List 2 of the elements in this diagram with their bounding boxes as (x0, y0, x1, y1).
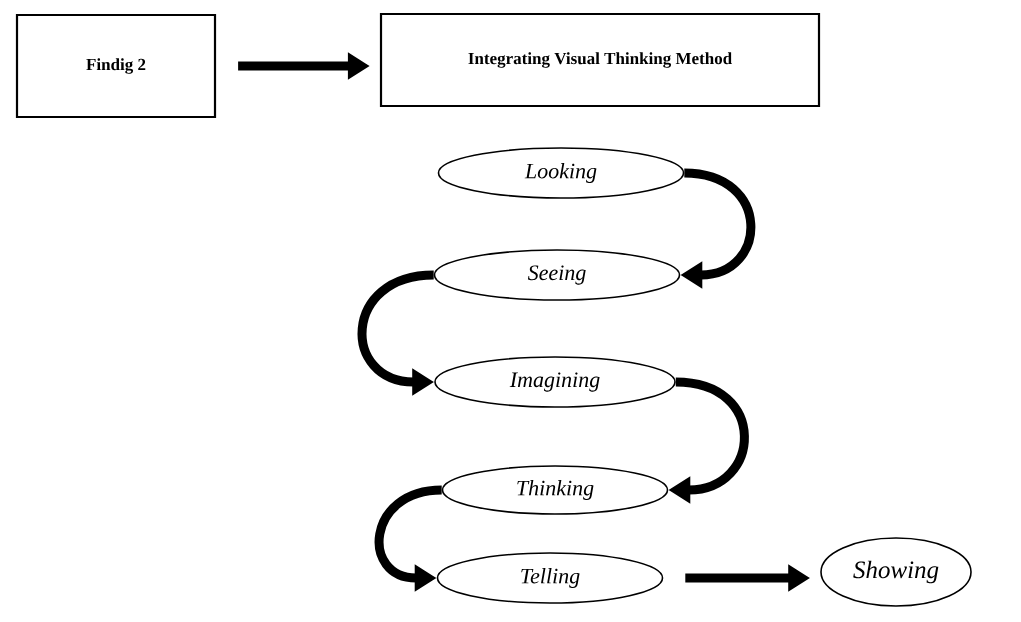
process-box: Integrating Visual Thinking Method (379, 12, 821, 108)
process-box: Findig 2 (15, 13, 217, 119)
